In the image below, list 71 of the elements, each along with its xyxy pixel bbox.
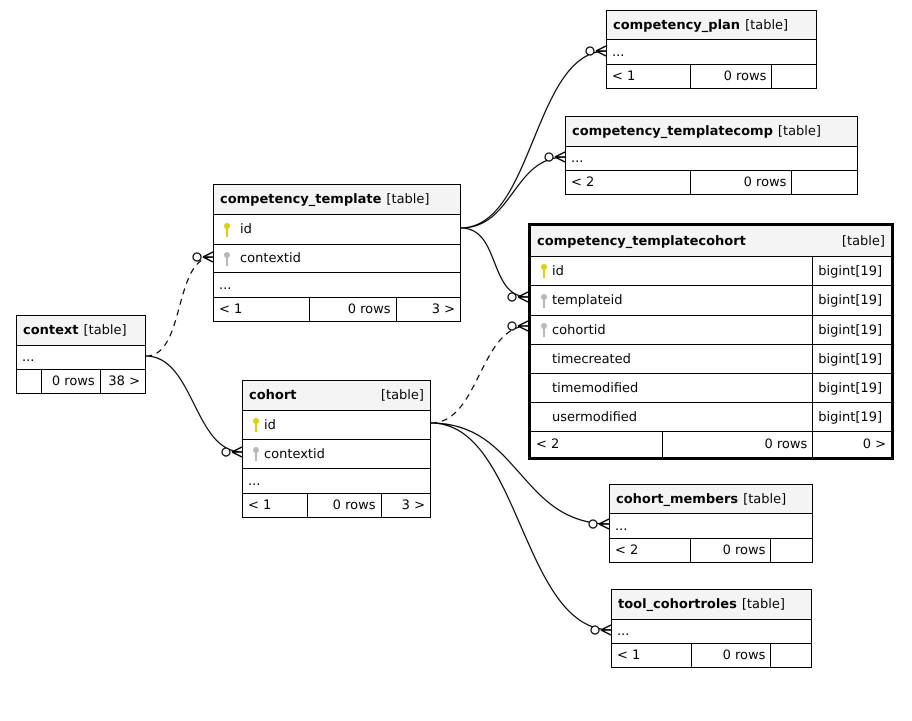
relationship-line: [430, 422, 613, 636]
parent-count: < 1: [219, 302, 242, 317]
relationship-line: [146, 355, 244, 458]
parent-count: < 2: [536, 437, 560, 452]
parent-count: < 1: [612, 69, 636, 84]
table-box: [606, 10, 817, 89]
child-count: 0 >: [862, 437, 886, 452]
table-box: [609, 484, 813, 563]
row-count: 0 rows: [764, 437, 808, 452]
column-type: bigint[19]: [818, 322, 882, 338]
column-name: templateid: [552, 293, 623, 308]
parent-count: < 2: [571, 175, 594, 190]
column-name: cohortid: [552, 322, 606, 338]
row-count: 0 rows: [52, 374, 95, 389]
row-count: 0 rows: [722, 543, 766, 558]
table-box: [611, 589, 812, 668]
relationship-line: [460, 45, 608, 229]
more-columns: ...: [617, 624, 630, 639]
more-columns: ...: [219, 278, 232, 292]
more-columns: ...: [571, 151, 584, 166]
table-name: competency_templatecohort: [537, 234, 746, 248]
table-name: competency_template: [220, 192, 382, 207]
row-count: 0 rows: [348, 302, 391, 317]
column-name: usermodified: [552, 410, 638, 424]
table-name: tool_cohortroles: [618, 597, 737, 612]
more-columns: ...: [615, 518, 628, 534]
table-type-tag: [table]: [386, 192, 430, 207]
column-name: contextid: [240, 251, 301, 266]
column-type: bigint[19]: [818, 264, 882, 278]
column-name: id: [552, 264, 564, 278]
table-name: competency_plan: [613, 18, 740, 32]
relationship-line: [146, 251, 215, 357]
table-box: [528, 223, 894, 460]
table-type-tag: [table]: [745, 18, 788, 32]
table-type-tag: [table]: [84, 323, 127, 338]
row-count: 0 rows: [332, 498, 376, 513]
more-columns: ...: [248, 474, 260, 488]
column-type: bigint[19]: [818, 410, 882, 424]
table-box: [242, 380, 431, 518]
table-name: cohort_members: [616, 492, 738, 506]
table-box: [213, 184, 461, 322]
row-count: 0 rows: [744, 175, 786, 190]
row-count: 0 rows: [722, 648, 766, 663]
column-name: id: [240, 222, 252, 237]
parent-count: < 1: [617, 648, 640, 663]
parent-count: < 1: [248, 498, 272, 513]
table-type-tag: [table]: [778, 124, 821, 139]
more-columns: ...: [22, 350, 34, 365]
parent-count: < 2: [615, 543, 638, 558]
table-name: cohort: [249, 388, 296, 403]
table-type-tag: [table]: [842, 234, 885, 248]
child-count: 38 >: [108, 374, 140, 389]
table-box: [16, 315, 146, 394]
column-type: bigint[19]: [818, 380, 882, 396]
column-type: bigint[19]: [818, 293, 882, 308]
table-name: context: [23, 323, 79, 338]
column-type: bigint[19]: [818, 352, 882, 366]
column-name: timemodified: [552, 380, 638, 396]
table-name: competency_templatecomp: [572, 124, 773, 139]
more-columns: ...: [612, 44, 624, 60]
relationship-line: [460, 227, 530, 303]
column-name: id: [264, 418, 276, 432]
table-type-tag: [table]: [743, 492, 786, 506]
table-type-tag: [table]: [742, 597, 785, 612]
child-count: 3 >: [432, 302, 455, 317]
child-count: 3 >: [402, 498, 425, 513]
table-box: [565, 116, 858, 195]
column-name: timecreated: [552, 352, 631, 366]
table-type-tag: [table]: [380, 388, 424, 403]
row-count: 0 rows: [724, 69, 766, 84]
column-name: contextid: [264, 446, 325, 462]
